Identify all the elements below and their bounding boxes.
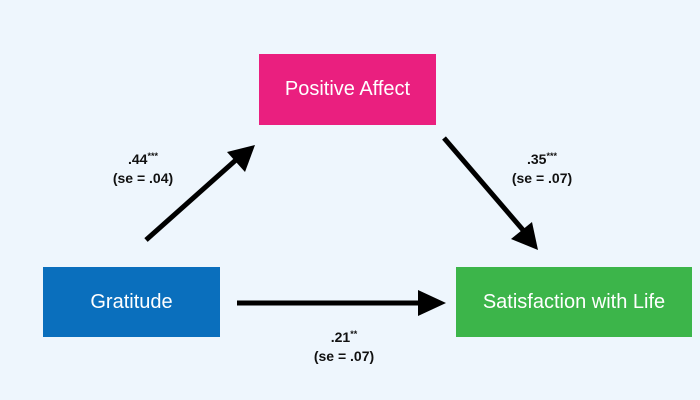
node-positive-affect-label: Positive Affect — [284, 78, 411, 100]
standard-error: (se = .07) — [511, 170, 573, 186]
significance-stars: *** — [546, 151, 557, 161]
coef-gratitude-to-satisfaction: .21** (se = .07) — [296, 328, 392, 366]
coef-positive-affect-to-satisfaction: .35*** (se = .07) — [497, 150, 587, 188]
node-gratitude: Gratitude — [43, 267, 220, 337]
coef-value-line: .44*** — [98, 150, 188, 169]
node-satisfaction-with-life: Satisfaction with Life — [456, 267, 692, 337]
arrowhead-positive-affect-to-satisfaction — [511, 222, 538, 250]
coef-gratitude-to-positive-affect: .44*** (se = .04) — [98, 150, 188, 188]
standard-error: (se = .07) — [313, 348, 375, 364]
coef-value-line: .21** — [296, 328, 392, 347]
coef-value: .35 — [527, 151, 547, 167]
arrow-positive-affect-to-satisfaction — [442, 136, 525, 232]
arrowhead-gratitude-to-positive-affect — [227, 145, 255, 172]
significance-stars: *** — [147, 151, 158, 161]
standard-error: (se = .04) — [112, 170, 174, 186]
node-gratitude-label: Gratitude — [90, 290, 173, 313]
arrowhead-gratitude-to-satisfaction — [418, 290, 446, 316]
coef-value: .44 — [128, 151, 148, 167]
arrow-gratitude-to-positive-affect — [144, 157, 239, 242]
significance-stars: ** — [350, 329, 358, 339]
coef-value: .21 — [330, 329, 351, 345]
coef-value-line: .35*** — [497, 150, 587, 169]
node-satisfaction-label: Satisfaction with Life — [482, 290, 666, 313]
node-positive-affect: Positive Affect — [259, 54, 436, 125]
